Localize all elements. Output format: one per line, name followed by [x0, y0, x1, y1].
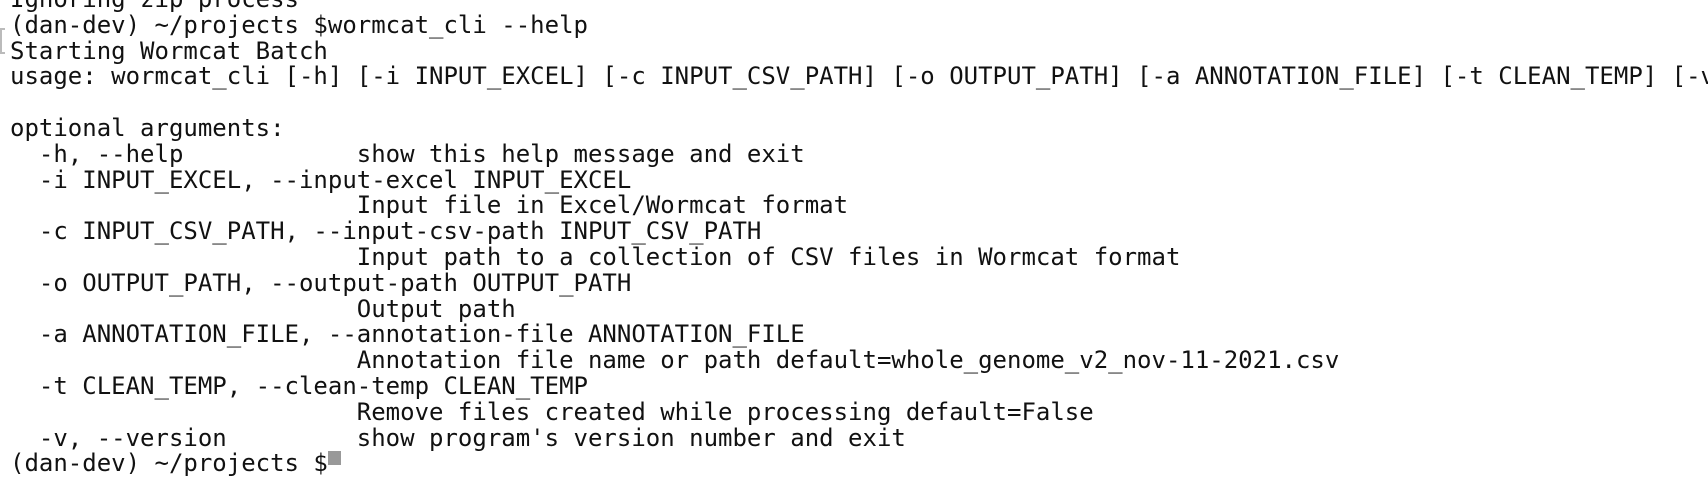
terminal-line: Remove files created while processing de…	[10, 397, 1094, 426]
terminal-line: -t CLEAN_TEMP, --clean-temp CLEAN_TEMP	[10, 371, 588, 400]
terminal-line: -c INPUT_CSV_PATH, --input-csv-path INPU…	[10, 217, 762, 246]
terminal-line: -i INPUT_EXCEL, --input-excel INPUT_EXCE…	[10, 165, 632, 194]
terminal-line: Input file in Excel/Wormcat format	[10, 191, 849, 220]
terminal-line: -a ANNOTATION_FILE, --annotation-file AN…	[10, 320, 805, 349]
terminal-line: Ignoring zip process	[10, 0, 1708, 13]
terminal-line: Starting Wormcat Batch	[10, 36, 328, 65]
terminal-line: Output path	[10, 294, 516, 323]
terminal-line-command: (dan-dev) ~/projects $wormcat_cli --help	[10, 10, 588, 39]
terminal-line: -o OUTPUT_PATH, --output-path OUTPUT_PAT…	[10, 268, 632, 297]
terminal-line-blank	[10, 90, 1708, 116]
terminal-line: Input path to a collection of CSV files …	[10, 242, 1181, 271]
cursor	[327, 451, 341, 466]
terminal-line: -v, --version show program's version num…	[10, 423, 906, 452]
terminal-line: -h, --help show this help message and ex…	[10, 139, 805, 168]
terminal-line: Annotation file name or path default=who…	[10, 346, 1340, 375]
terminal-line-usage: usage: wormcat_cli [-h] [-i INPUT_EXCEL]…	[10, 62, 1708, 91]
terminal-output[interactable]: Ignoring zip process (dan-dev) ~/project…	[10, 0, 1708, 477]
terminal-prompt-line[interactable]: (dan-dev) ~/projects $	[10, 449, 1708, 478]
command-mark-bracket	[0, 28, 5, 54]
terminal-prompt: (dan-dev) ~/projects $	[10, 449, 328, 478]
terminal-line: optional arguments:	[10, 113, 285, 142]
